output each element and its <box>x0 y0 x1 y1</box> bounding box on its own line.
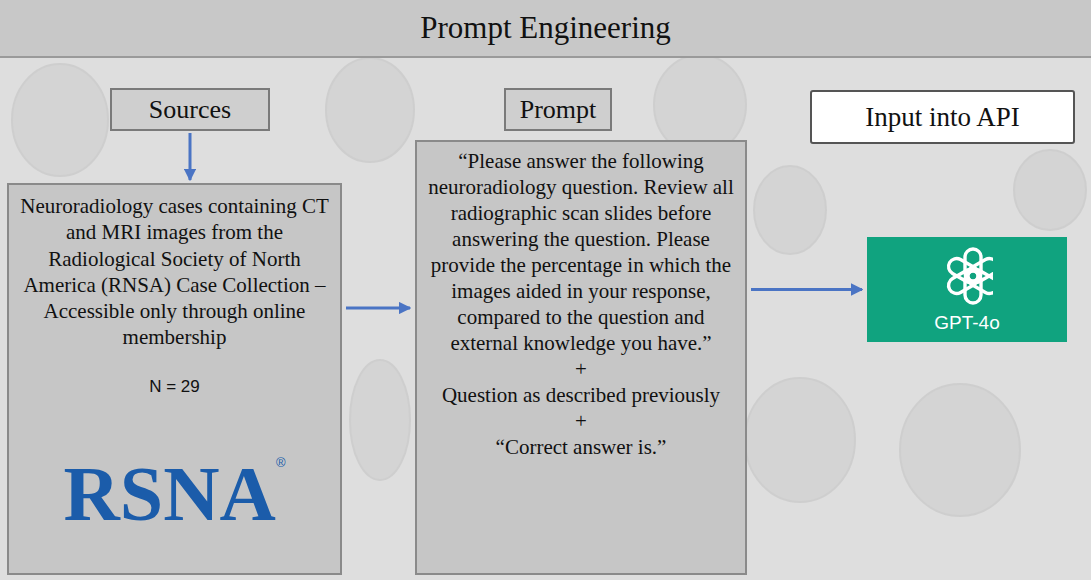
scan-image <box>900 384 1020 516</box>
prompt-text: “Correct answer is.” <box>425 434 737 460</box>
section-label: Input into API <box>822 101 1063 133</box>
sample-count: N = 29 <box>15 377 334 397</box>
source-box: Neuroradiology cases containing CT and M… <box>7 183 342 575</box>
source-description: Neuroradiology cases containing CT and M… <box>15 193 334 351</box>
model-name: GPT-4o <box>873 312 1061 335</box>
flow-arrow <box>751 288 862 291</box>
logo-petal <box>946 256 982 286</box>
model-box: GPT-4o <box>867 237 1067 342</box>
scan-image <box>754 166 826 254</box>
scan-image <box>326 58 414 162</box>
plus-sign: + <box>425 408 737 434</box>
scan-image <box>745 378 855 502</box>
scan-image <box>350 360 410 480</box>
prompt-box: “Please answer the following neuroradiol… <box>415 140 747 575</box>
prompt-text: Question as described previously <box>425 382 737 408</box>
flow-arrow <box>189 133 192 180</box>
section-label-box: Input into API <box>810 90 1075 144</box>
prompt-text: “Please answer the following neuroradiol… <box>425 148 737 356</box>
section-label-box: Prompt <box>504 88 612 131</box>
section-label-box: Sources <box>110 88 270 131</box>
registered-mark: ® <box>276 455 286 471</box>
plus-sign: + <box>425 356 737 382</box>
section-label: Sources <box>122 94 258 125</box>
scan-image <box>1014 150 1086 230</box>
flow-arrow <box>346 307 410 310</box>
diagram-title: Prompt Engineering <box>420 10 671 46</box>
scan-image <box>12 64 108 176</box>
section-label: Prompt <box>516 94 600 125</box>
rsna-logo-text: RSNA <box>64 455 276 533</box>
title-band: Prompt Engineering <box>0 0 1091 58</box>
openai-logo <box>941 244 993 308</box>
